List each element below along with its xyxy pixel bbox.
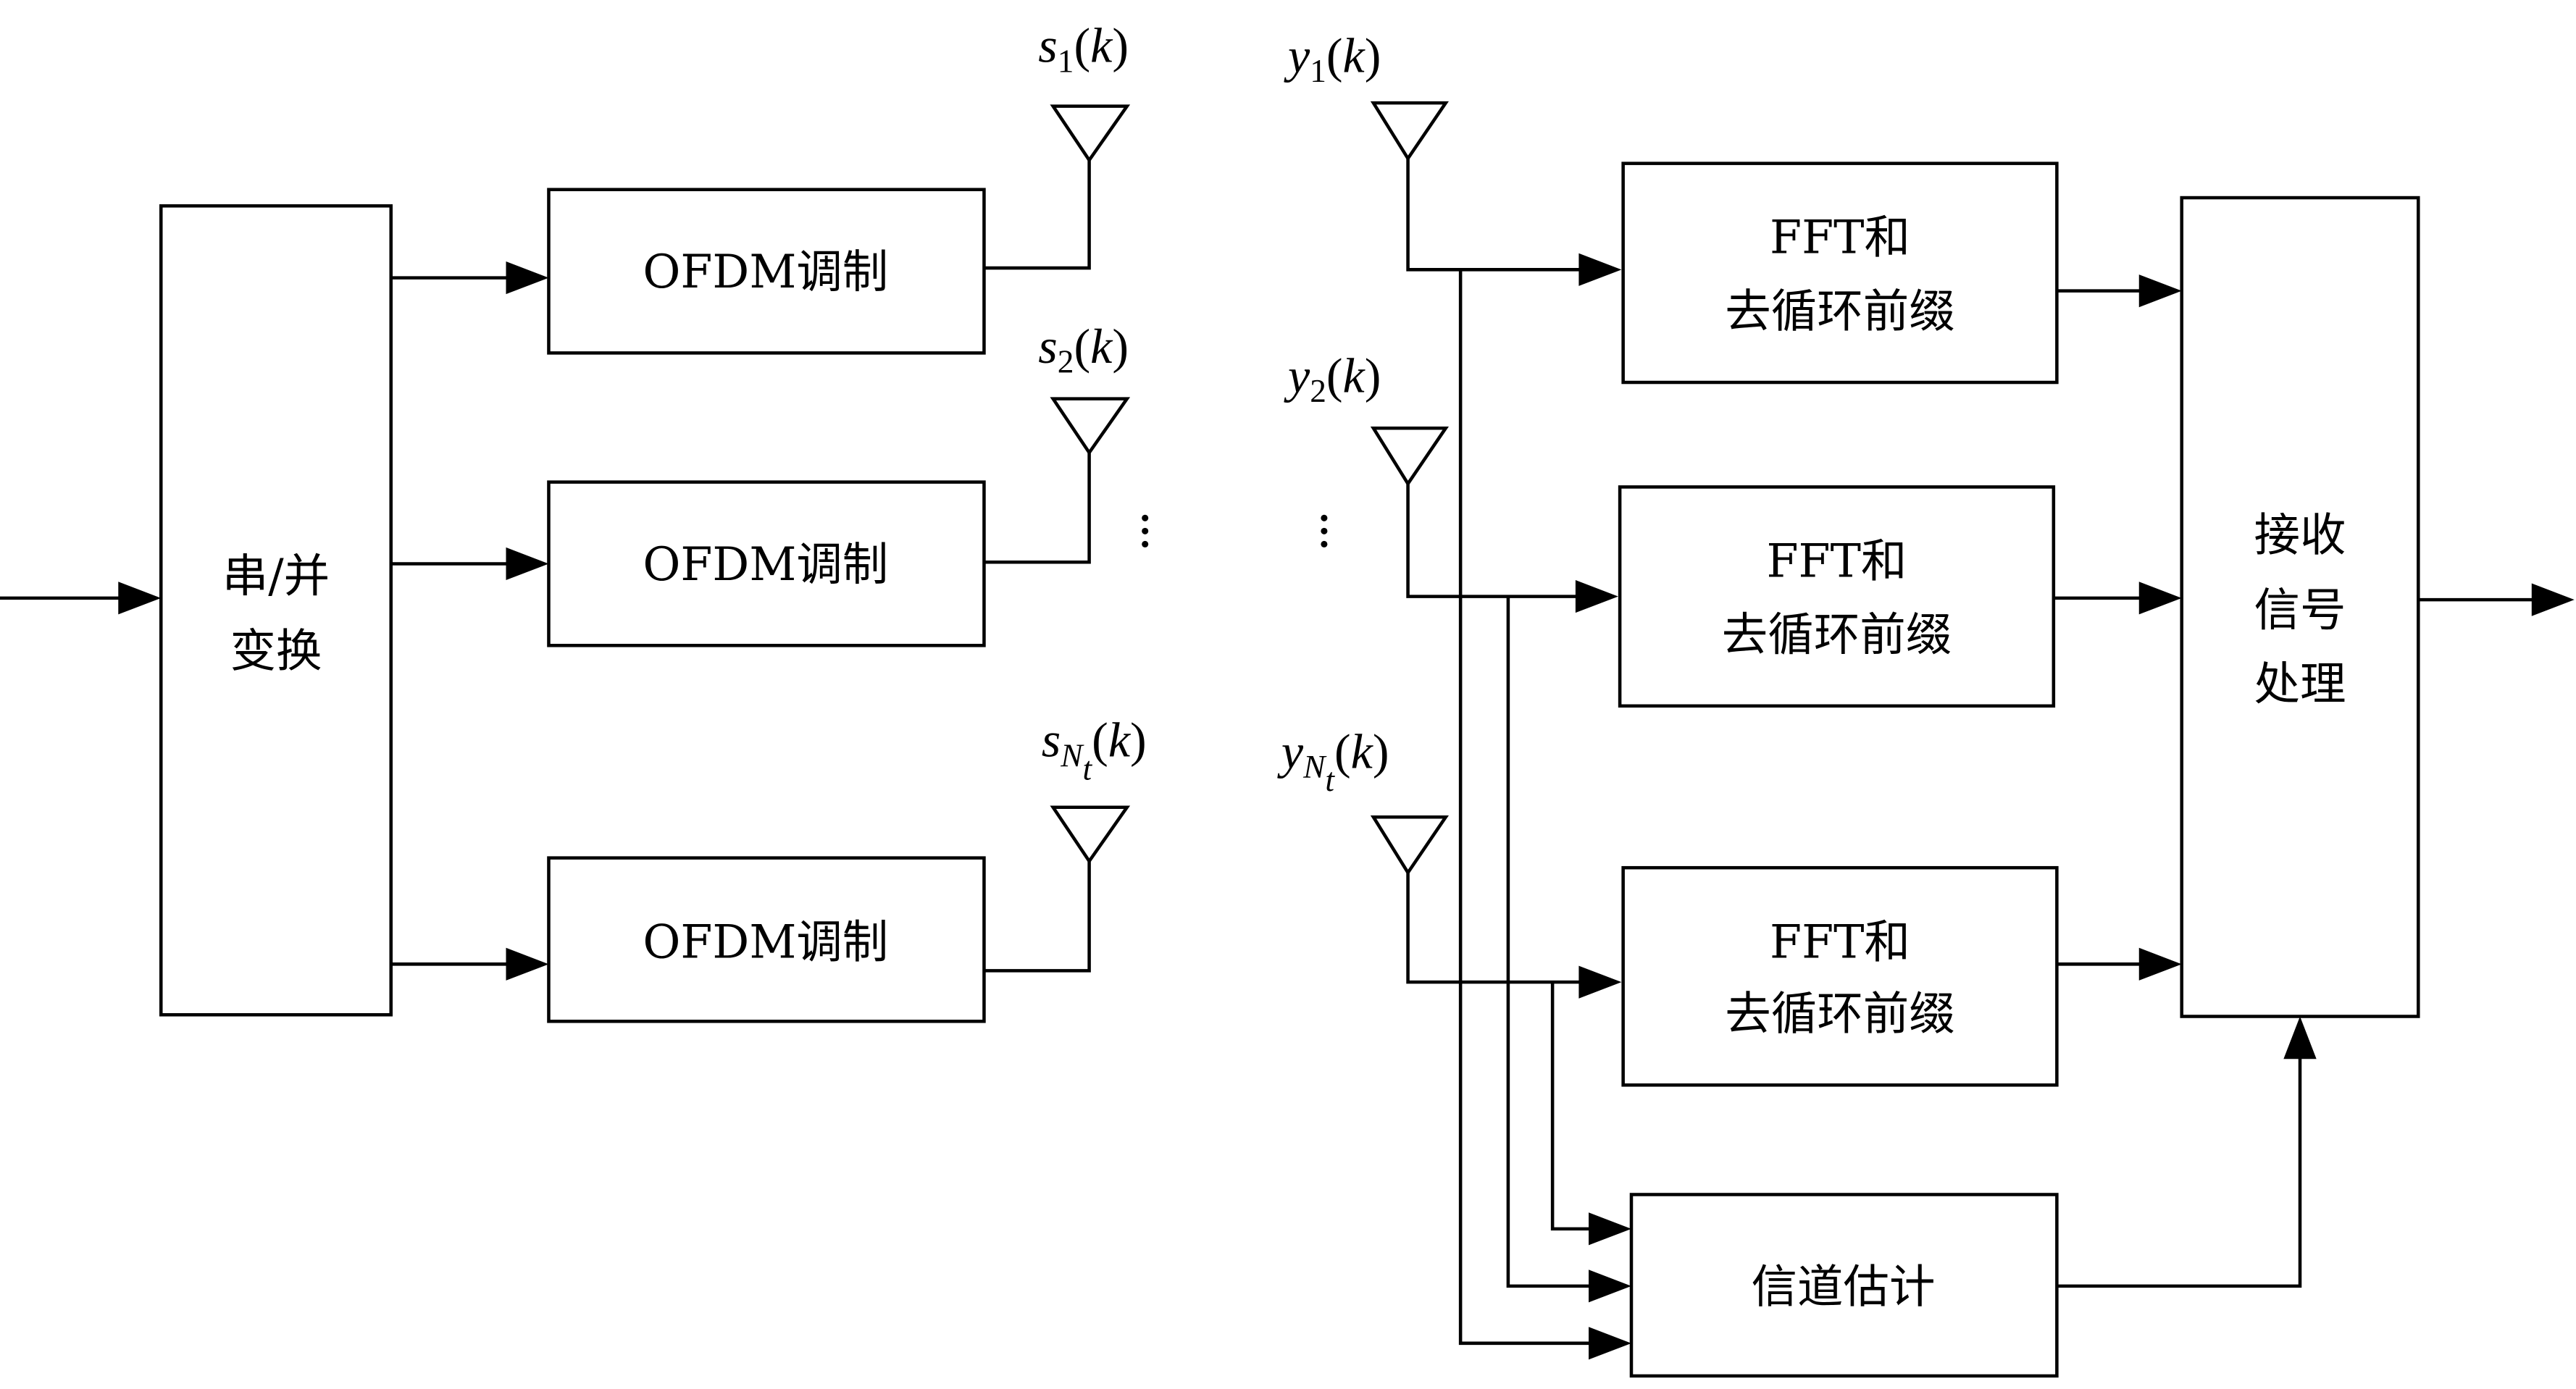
channel-estimation-block: 信道估计	[1629, 1193, 2059, 1378]
channel-estimation-tap-1	[1458, 269, 1631, 1360]
fft-block-label-1: FFT和	[1770, 211, 1910, 264]
output-arrow	[2418, 583, 2575, 616]
signal-processing-label-2: 信号	[2254, 583, 2346, 637]
fft-to-proc-arrow-2	[2053, 582, 2182, 615]
fft-block-label-2: 去循环前缀	[1722, 608, 1952, 661]
fft-to-proc-arrow-1	[2057, 274, 2182, 308]
fft-block-label-2: 去循环前缀	[1725, 284, 1954, 337]
tx-antenna-3-label: sNt(k)	[1042, 713, 1147, 786]
ofdm-modulator-3: OFDM调制	[547, 856, 986, 1023]
channel-estimation-tap-2	[1506, 596, 1631, 1303]
antenna-icon	[1370, 426, 1449, 487]
rx-antenna-1: y1(k)	[1284, 28, 1622, 286]
ofdm-modulator-label: OFDM调制	[643, 245, 888, 298]
tx-ellipsis	[1142, 514, 1149, 547]
ofdm-modulator-1: OFDM调制	[547, 188, 986, 355]
sp-to-mod-arrow-1	[390, 261, 549, 295]
tx-antenna-2-label: s2(k)	[1038, 319, 1129, 379]
tx-antenna-3: sNt(k)	[984, 713, 1147, 973]
fft-block-1: FFT和 去循环前缀	[1621, 161, 2059, 385]
ofdm-modulator-2: OFDM调制	[547, 480, 986, 647]
sp-to-mod-arrow-3	[390, 947, 549, 981]
sp-to-mod-arrow-2	[390, 547, 549, 581]
fft-block-label-2: 去循环前缀	[1725, 987, 1954, 1041]
fft-block-3: FFT和 去循环前缀	[1621, 865, 2059, 1087]
rx-ellipsis	[1321, 514, 1328, 547]
antenna-icon	[1370, 815, 1449, 876]
antenna-icon	[1370, 101, 1449, 162]
fft-block-2: FFT和 去循环前缀	[1618, 485, 2056, 708]
rx-antenna-3-label: yNt(k)	[1277, 725, 1389, 798]
rx-antenna-2: y2(k)	[1284, 349, 1618, 613]
fft-to-proc-arrow-3	[2057, 947, 2182, 981]
estimation-to-proc-arrow	[2057, 1016, 2317, 1288]
tx-antenna-1: s1(k)	[984, 19, 1131, 270]
rx-antenna-3: yNt(k)	[1277, 725, 1622, 999]
ofdm-modulator-label: OFDM调制	[643, 537, 888, 591]
tx-antenna-1-label: s1(k)	[1038, 19, 1129, 79]
sp-converter-label-1: 串/并	[222, 549, 330, 603]
fft-block-label-1: FFT和	[1770, 915, 1910, 968]
sp-converter-block: 串/并 变换	[159, 204, 393, 1017]
ofdm-modulator-label: OFDM调制	[643, 915, 888, 968]
tx-antenna-2: s2(k)	[984, 319, 1131, 564]
rx-antenna-1-label: y1(k)	[1284, 28, 1381, 88]
input-arrow	[0, 582, 162, 615]
signal-processing-label-1: 接收	[2254, 508, 2346, 562]
channel-estimation-label: 信道估计	[1752, 1260, 1936, 1314]
antenna-icon	[1050, 104, 1131, 164]
sp-converter-label-2: 变换	[230, 624, 322, 678]
antenna-icon	[1050, 397, 1131, 456]
channel-estimation-tap-3	[1550, 982, 1631, 1246]
signal-processing-block: 接收 信号 处理	[2180, 196, 2420, 1018]
signal-processing-label-3: 处理	[2254, 657, 2346, 710]
rx-antenna-2-label: y2(k)	[1284, 349, 1381, 409]
antenna-icon	[1050, 805, 1131, 865]
fft-block-label-1: FFT和	[1766, 534, 1907, 588]
